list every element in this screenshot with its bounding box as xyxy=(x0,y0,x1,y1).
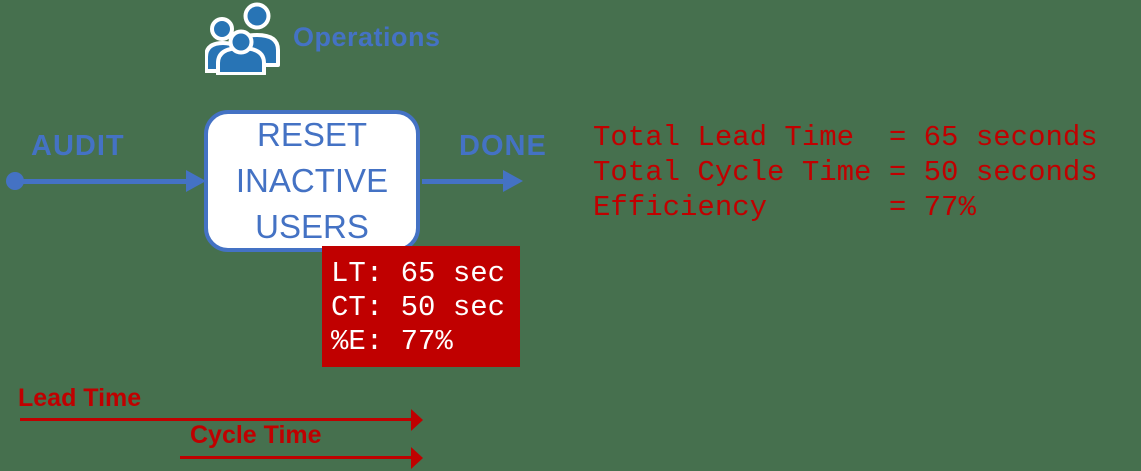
flow-start-dot xyxy=(6,172,24,190)
input-arrow-line xyxy=(16,179,188,184)
output-arrow-head-icon xyxy=(503,170,523,192)
process-box: RESET INACTIVE USERS xyxy=(204,110,420,252)
cycle-time-arrow-head-icon xyxy=(411,447,423,469)
done-label: DONE xyxy=(459,130,547,162)
operations-label: Operations xyxy=(293,22,441,52)
summary-efficiency: Efficiency = 77% xyxy=(593,191,976,224)
lead-time-arrow-head-icon xyxy=(411,409,423,431)
metric-cycle-time: CT: 50 sec xyxy=(331,291,506,324)
people-icon xyxy=(205,2,280,75)
metric-lead-time: LT: 65 sec xyxy=(331,257,506,290)
cycle-time-label: Cycle Time xyxy=(190,421,322,449)
lead-time-label: Lead Time xyxy=(18,384,142,412)
process-box-line-3: USERS xyxy=(255,208,369,245)
summary-total-cycle-time: Total Cycle Time = 50 seconds xyxy=(593,156,1098,189)
metric-efficiency: %E: 77% xyxy=(331,325,453,358)
process-box-line-1: RESET xyxy=(256,116,368,153)
process-box-line-2: INACTIVE xyxy=(235,162,389,199)
input-arrow-head-icon xyxy=(186,170,206,192)
audit-label: AUDIT xyxy=(31,130,125,162)
metrics-box: LT: 65 sec CT: 50 sec %E: 77% xyxy=(322,246,520,367)
summary-block: Total Lead Time = 65 seconds Total Cycle… xyxy=(593,120,1098,225)
summary-total-lead-time: Total Lead Time = 65 seconds xyxy=(593,121,1098,154)
output-arrow-line xyxy=(422,179,504,184)
lead-time-arrow-line xyxy=(20,418,412,421)
cycle-time-arrow-line xyxy=(180,456,412,459)
